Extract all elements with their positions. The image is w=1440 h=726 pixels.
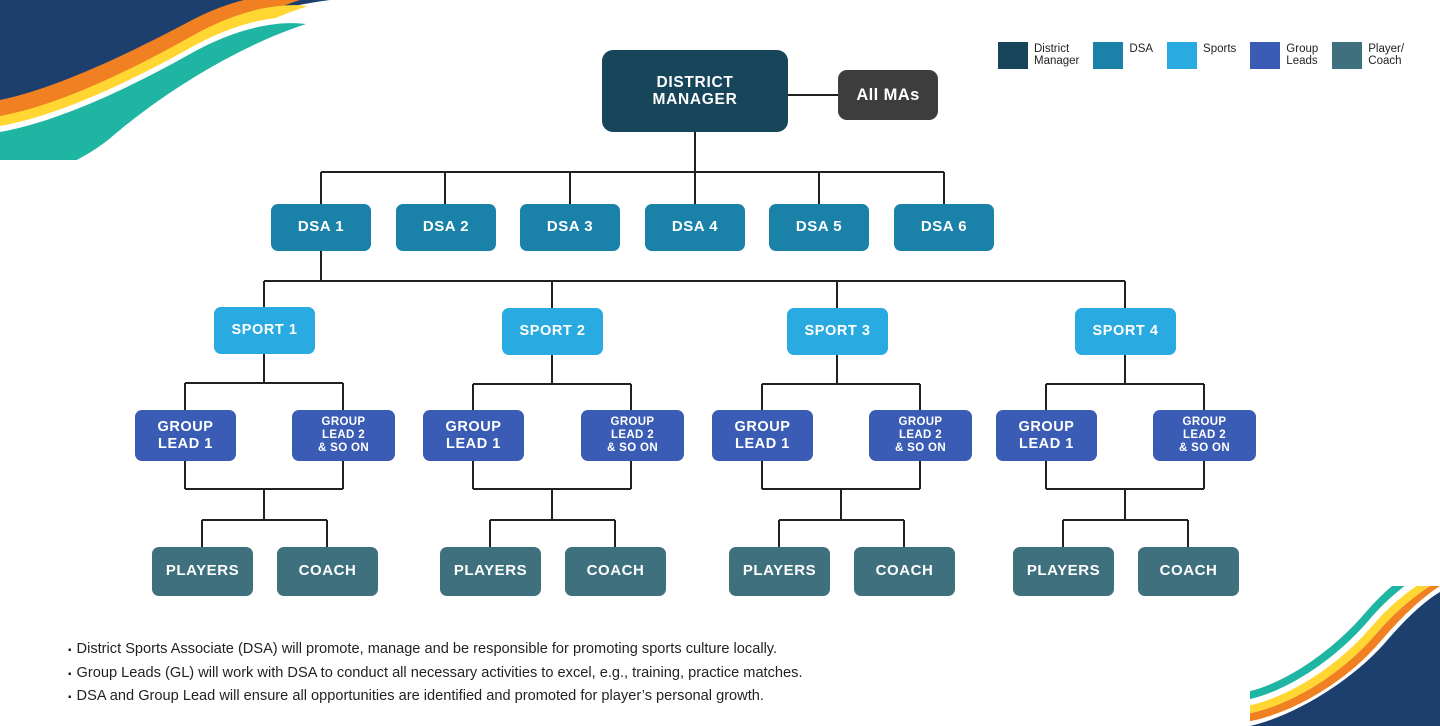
legend-swatch-group-leads: [1250, 42, 1281, 69]
legend-label-sports: Sports: [1203, 43, 1237, 55]
node-leaf-label: COACH: [875, 562, 934, 580]
node-group-lead-1-sport-4[interactable]: GROUP LEAD 1: [996, 410, 1097, 461]
node-dsa-2-label: DSA 2: [422, 218, 470, 236]
legend-item-dsa: DSA: [1093, 42, 1153, 69]
node-coach-2[interactable]: COACH: [565, 547, 666, 596]
node-sport-4-label: SPORT 4: [1092, 323, 1159, 340]
node-sport-1-label: SPORT 1: [231, 322, 298, 339]
legend-label-player-coach: Player/ Coach: [1368, 43, 1405, 68]
node-group-lead-2-sport-1[interactable]: GROUP LEAD 2 & SO ON: [292, 410, 395, 461]
node-dsa-5[interactable]: DSA 5: [769, 204, 869, 251]
node-group-lead-1-sport-1[interactable]: GROUP LEAD 1: [135, 410, 236, 461]
legend-label-dsa: DSA: [1129, 43, 1154, 55]
bullet-icon: ▪: [68, 645, 72, 656]
legend-swatch-dsa: [1093, 42, 1124, 69]
node-group-lead-label: GROUP LEAD 1: [734, 419, 791, 452]
node-group-lead-2-sport-4[interactable]: GROUP LEAD 2 & SO ON: [1153, 410, 1256, 461]
node-players-3[interactable]: PLAYERS: [729, 547, 830, 596]
legend-label-district-manager: District Manager: [1034, 43, 1080, 68]
node-players-4[interactable]: PLAYERS: [1013, 547, 1114, 596]
node-leaf-label: PLAYERS: [1026, 562, 1101, 580]
legend-label-group-leads: Group Leads: [1286, 43, 1319, 68]
footnote-item: ▪ District Sports Associate (DSA) will p…: [68, 641, 968, 657]
node-district-manager-label: DISTRICT MANAGER: [652, 73, 738, 109]
node-players-1[interactable]: PLAYERS: [152, 547, 253, 596]
node-leaf-label: PLAYERS: [165, 562, 240, 580]
node-group-lead-label: GROUP LEAD 2 & SO ON: [894, 416, 946, 454]
legend-swatch-district-manager: [998, 42, 1028, 69]
legend: District Manager DSA Sports Group Leads …: [998, 42, 1418, 69]
node-group-lead-label: GROUP LEAD 2 & SO ON: [317, 416, 369, 454]
node-leaf-label: COACH: [586, 562, 645, 580]
node-dsa-3-label: DSA 3: [546, 218, 594, 236]
node-players-2[interactable]: PLAYERS: [440, 547, 541, 596]
footnote-item: ▪ Group Leads (GL) will work with DSA to…: [68, 665, 968, 681]
node-leaf-label: COACH: [1159, 562, 1218, 580]
node-coach-4[interactable]: COACH: [1138, 547, 1239, 596]
node-dsa-6-label: DSA 6: [920, 218, 968, 236]
legend-item-player-coach: Player/ Coach: [1332, 42, 1404, 69]
legend-item-group-leads: Group Leads: [1250, 42, 1318, 69]
node-group-lead-label: GROUP LEAD 2 & SO ON: [1178, 416, 1230, 454]
footnote-item: ▪ DSA and Group Lead will ensure all opp…: [68, 688, 968, 704]
node-dsa-4-label: DSA 4: [671, 218, 719, 236]
node-dsa-1-label: DSA 1: [297, 218, 345, 236]
node-all-mas[interactable]: All MAs: [838, 70, 938, 120]
footnote-text: Group Leads (GL) will work with DSA to c…: [76, 664, 803, 681]
node-dsa-6[interactable]: DSA 6: [894, 204, 994, 251]
node-group-lead-1-sport-2[interactable]: GROUP LEAD 1: [423, 410, 524, 461]
legend-swatch-player-coach: [1332, 42, 1363, 69]
node-group-lead-label: GROUP LEAD 1: [445, 419, 502, 452]
node-dsa-4[interactable]: DSA 4: [645, 204, 745, 251]
legend-item-district-manager: District Manager: [998, 42, 1079, 69]
node-sport-4[interactable]: SPORT 4: [1075, 308, 1176, 355]
node-group-lead-1-sport-3[interactable]: GROUP LEAD 1: [712, 410, 813, 461]
node-leaf-label: PLAYERS: [453, 562, 528, 580]
footnote-text: DSA and Group Lead will ensure all oppor…: [76, 688, 764, 704]
node-coach-1[interactable]: COACH: [277, 547, 378, 596]
node-sport-3-label: SPORT 3: [804, 323, 871, 340]
node-dsa-3[interactable]: DSA 3: [520, 204, 620, 251]
node-dsa-1[interactable]: DSA 1: [271, 204, 371, 251]
bullet-icon: ▪: [68, 668, 72, 680]
node-all-mas-label: All MAs: [856, 85, 920, 104]
node-group-lead-2-sport-2[interactable]: GROUP LEAD 2 & SO ON: [581, 410, 684, 461]
bullet-icon: ▪: [68, 692, 72, 703]
legend-swatch-sports: [1167, 42, 1198, 69]
node-group-lead-label: GROUP LEAD 2 & SO ON: [606, 416, 658, 454]
legend-item-sports: Sports: [1167, 42, 1236, 69]
node-sport-2-label: SPORT 2: [519, 323, 586, 340]
node-sport-1[interactable]: SPORT 1: [214, 307, 315, 354]
node-group-lead-label: GROUP LEAD 1: [1018, 419, 1075, 452]
node-leaf-label: COACH: [298, 562, 357, 580]
node-dsa-5-label: DSA 5: [795, 218, 843, 236]
node-sport-3[interactable]: SPORT 3: [787, 308, 888, 355]
node-group-lead-label: GROUP LEAD 1: [157, 419, 214, 452]
node-leaf-label: PLAYERS: [742, 562, 817, 580]
node-dsa-2[interactable]: DSA 2: [396, 204, 496, 251]
footnotes: ▪ District Sports Associate (DSA) will p…: [68, 641, 968, 712]
node-sport-2[interactable]: SPORT 2: [502, 308, 603, 355]
node-group-lead-2-sport-3[interactable]: GROUP LEAD 2 & SO ON: [869, 410, 972, 461]
node-coach-3[interactable]: COACH: [854, 547, 955, 596]
node-district-manager[interactable]: DISTRICT MANAGER: [602, 50, 788, 132]
footnote-text: District Sports Associate (DSA) will pro…: [76, 641, 778, 657]
